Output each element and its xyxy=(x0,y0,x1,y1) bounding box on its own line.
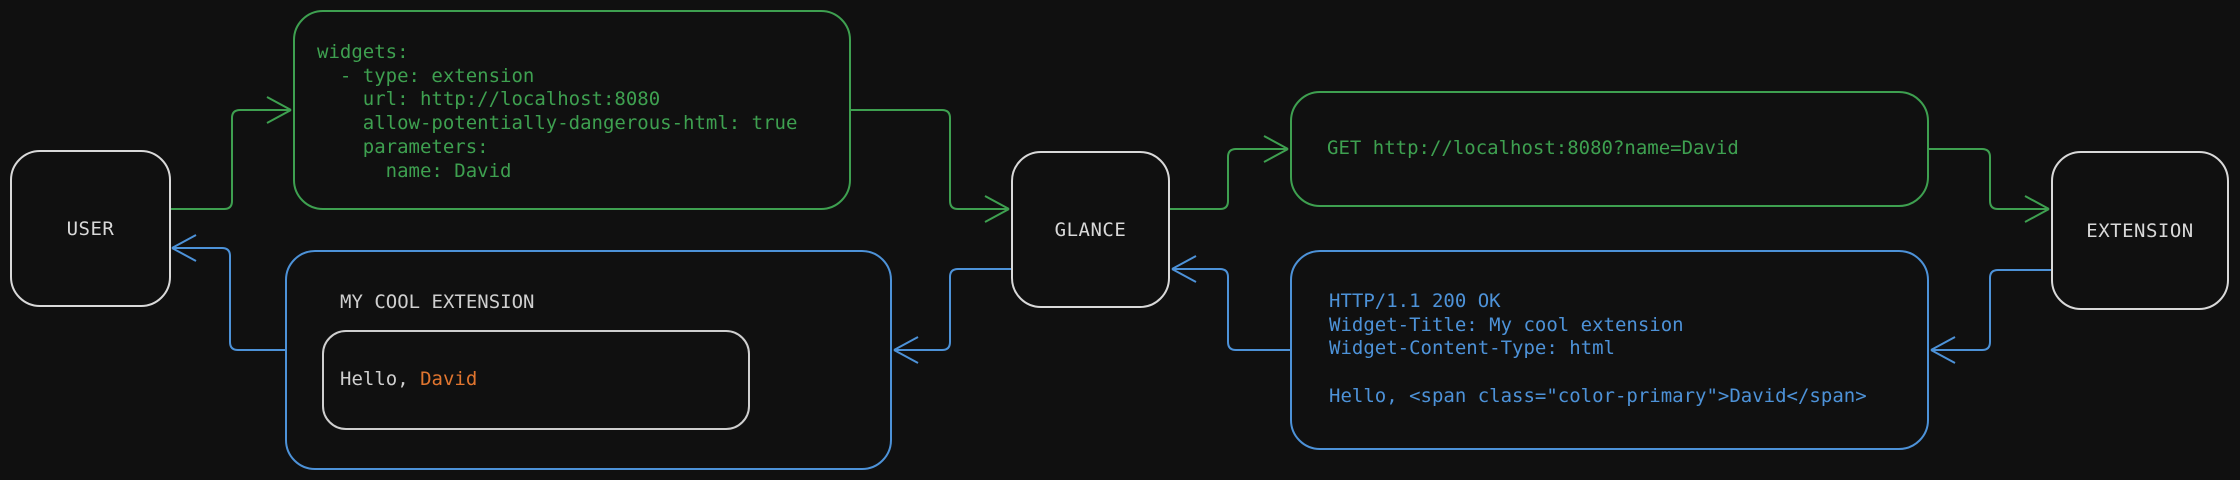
edge-config-to-glance-arrowhead xyxy=(984,195,1010,223)
edge-extension-to-response-arrowhead xyxy=(1930,336,1956,364)
config-yaml-code: widgets: - type: extension url: http://l… xyxy=(317,41,798,182)
edge-user-to-config xyxy=(171,109,290,210)
node-user-label: USER xyxy=(66,217,115,240)
node-glance: GLANCE xyxy=(1011,151,1170,308)
widget-title: MY COOL EXTENSION xyxy=(340,291,535,313)
widget-message-box xyxy=(285,250,892,470)
request-message-box xyxy=(1290,91,1929,207)
request-text: GET http://localhost:8080?name=David xyxy=(1327,137,1739,159)
edge-widget-to-user xyxy=(174,247,285,351)
edge-glance-to-widget xyxy=(895,268,1011,351)
edge-extension-to-response xyxy=(1932,269,2051,351)
edge-glance-to-request xyxy=(1170,148,1287,210)
edge-request-to-extension xyxy=(1929,148,2048,210)
edge-request-to-extension-arrowhead xyxy=(2024,195,2050,223)
edge-glance-to-request-arrowhead xyxy=(1263,135,1289,163)
widget-greeting-prefix: Hello, xyxy=(340,368,421,390)
edge-config-to-glance xyxy=(851,109,1008,210)
config-message-box xyxy=(293,10,851,210)
edge-user-to-config-arrowhead xyxy=(266,96,292,124)
edge-widget-to-user-arrowhead xyxy=(171,234,197,262)
node-user: USER xyxy=(10,150,171,307)
widget-greeting: Hello, David xyxy=(340,368,477,392)
node-extension-label: EXTENSION xyxy=(2086,219,2194,242)
edge-response-to-glance xyxy=(1173,268,1290,351)
response-message-box xyxy=(1290,250,1929,450)
edge-response-to-glance-arrowhead xyxy=(1171,255,1197,283)
widget-inner-box xyxy=(322,330,750,430)
node-glance-label: GLANCE xyxy=(1054,218,1127,241)
edge-glance-to-widget-arrowhead xyxy=(893,336,919,364)
widget-greeting-name: David xyxy=(420,368,478,390)
node-extension: EXTENSION xyxy=(2051,151,2229,310)
response-http-code: HTTP/1.1 200 OK Widget-Title: My cool ex… xyxy=(1329,290,1867,407)
